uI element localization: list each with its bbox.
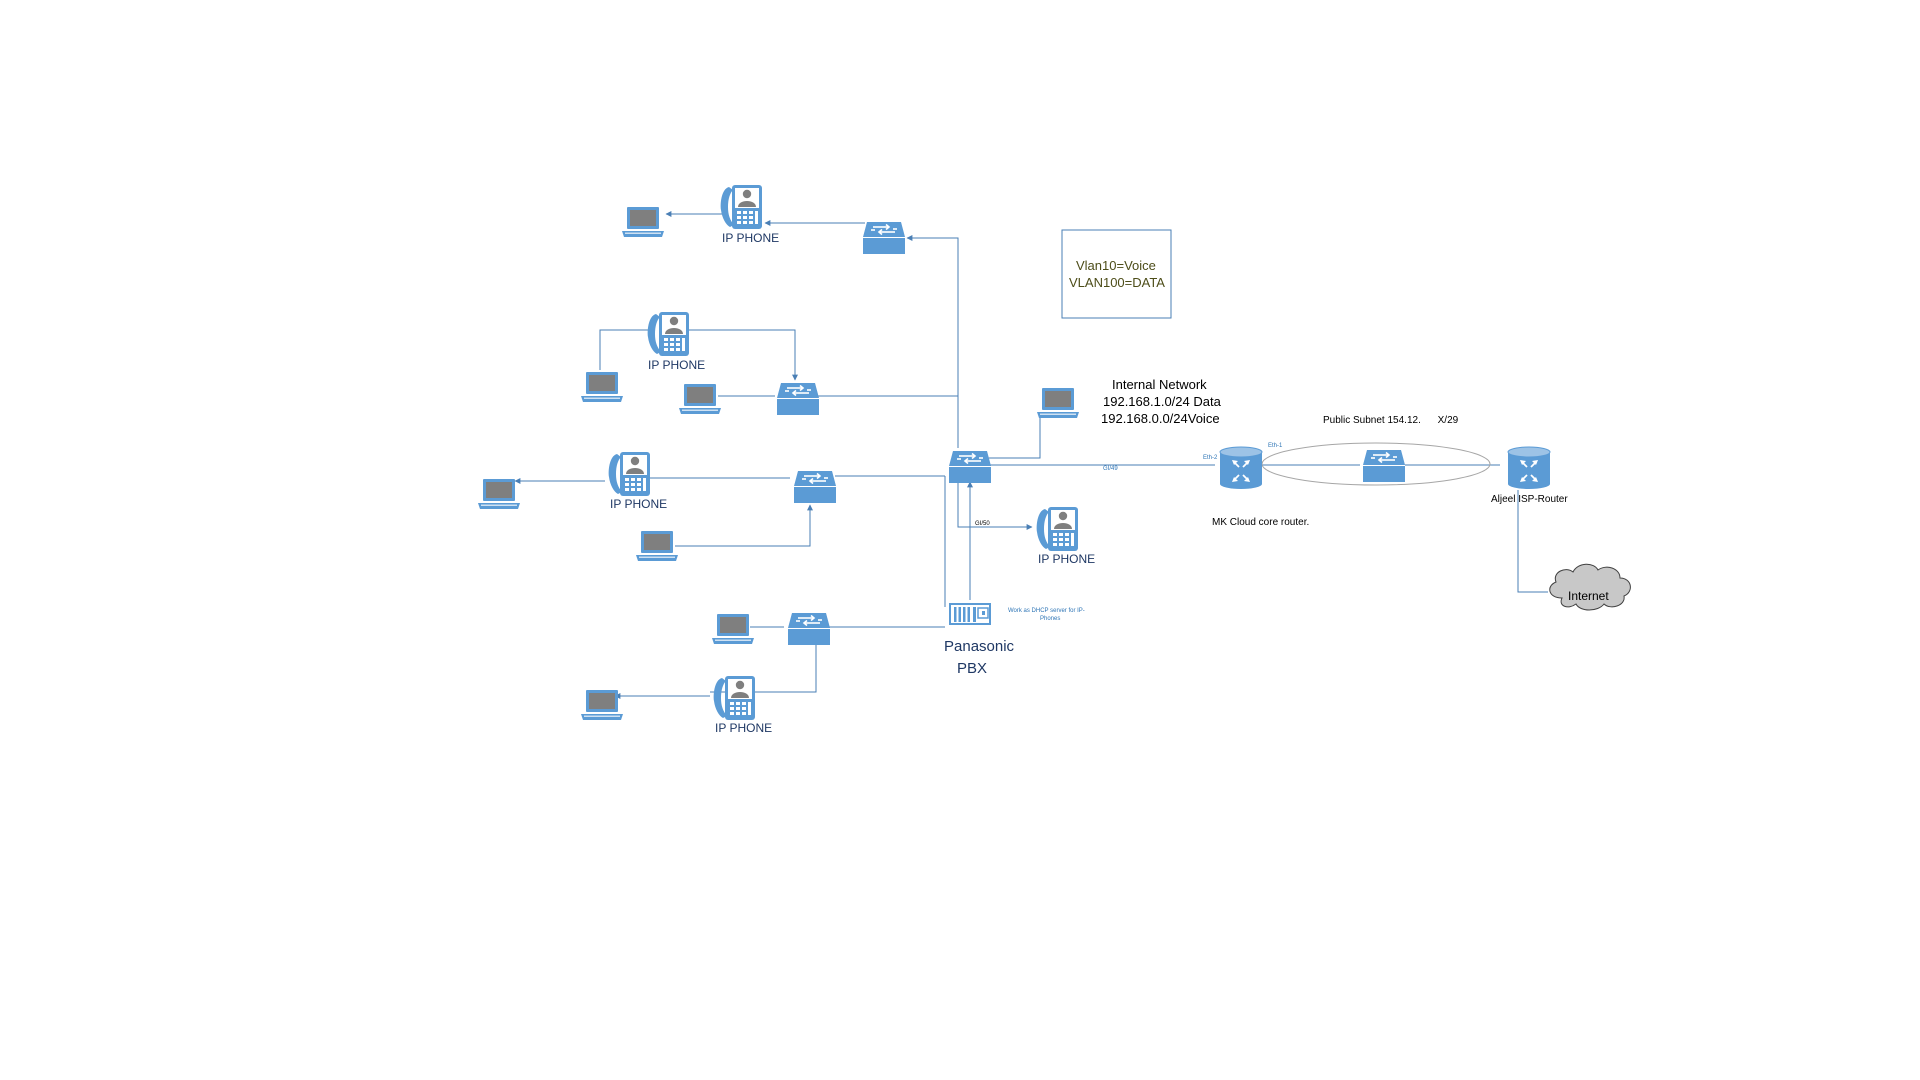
port-label-eth2: Eth-2 bbox=[1203, 455, 1218, 461]
internal-network-data-subnet: 192.168.1.0/24 Data bbox=[1103, 394, 1222, 409]
laptop-icon bbox=[478, 479, 520, 509]
pbx-label-line1: Panasonic bbox=[944, 638, 1015, 655]
link-laptop5-switch3 bbox=[675, 504, 813, 547]
isp-router-icon bbox=[1507, 446, 1551, 490]
pbx-icon bbox=[949, 603, 991, 625]
core-switch-icon bbox=[948, 450, 992, 484]
ip-phone-icon bbox=[720, 185, 762, 229]
ip-phone-label: IP PHONE bbox=[610, 497, 667, 511]
laptop-icon bbox=[581, 372, 623, 402]
internet-cloud-icon bbox=[1549, 563, 1631, 611]
link-phone2-switch2 bbox=[685, 329, 798, 381]
ip-phone-label: IP PHONE bbox=[715, 721, 772, 735]
vlan-legend-box bbox=[1061, 229, 1172, 319]
connections bbox=[514, 211, 1548, 699]
internal-network-title: Internal Network bbox=[1112, 377, 1207, 392]
public-subnet-label: Public Subnet 154.12. X/29 bbox=[1323, 415, 1459, 426]
ip-phone-icon bbox=[647, 312, 689, 356]
vlan-legend-line2: VLAN100=DATA bbox=[1069, 275, 1165, 290]
vlan-legend-line1: Vlan10=Voice bbox=[1076, 258, 1156, 273]
laptop-icon bbox=[1037, 388, 1079, 418]
laptop-icon bbox=[622, 207, 664, 237]
public-subnet-suffix: X/29 bbox=[1438, 415, 1459, 426]
ip-phone-label: IP PHONE bbox=[722, 231, 779, 245]
core-router-icon bbox=[1219, 446, 1263, 490]
link-core-laptop6 bbox=[988, 416, 1041, 459]
ip-phone-label: IP PHONE bbox=[1038, 552, 1095, 566]
ip-phone-icon bbox=[713, 676, 755, 720]
switch-icon bbox=[793, 470, 837, 504]
internal-network-voice-subnet: 192.168.0.0/24Voice bbox=[1101, 411, 1220, 426]
port-label-pbx: GI/50 bbox=[975, 521, 990, 527]
port-label-eth1: Eth-1 bbox=[1268, 443, 1283, 449]
laptop-icon bbox=[679, 384, 721, 414]
laptop-icon bbox=[581, 690, 623, 720]
public-switch-icon bbox=[1362, 449, 1406, 483]
switch-icon bbox=[776, 382, 820, 416]
pbx-label-line2: PBX bbox=[957, 660, 987, 677]
switch-icon bbox=[787, 612, 831, 646]
link-core-switch1 bbox=[906, 235, 959, 448]
internet-label: Internet bbox=[1568, 589, 1609, 603]
switch-icon bbox=[862, 221, 906, 255]
ip-phone-icon bbox=[608, 452, 650, 496]
isp-router-label: Aljeel ISP-Router bbox=[1491, 494, 1568, 505]
core-router-label: MK Cloud core router. bbox=[1212, 517, 1309, 528]
link-isp-internet bbox=[1517, 490, 1548, 593]
pbx-note-line1: Work as DHCP server for IP- bbox=[1008, 608, 1085, 614]
link-core-phone4 bbox=[957, 480, 1033, 530]
port-label-core-uplink: GI/49 bbox=[1103, 466, 1118, 472]
link-phone2-laptop2 bbox=[599, 329, 650, 370]
pbx-note-line2: Phones bbox=[1040, 616, 1060, 622]
laptop-icon bbox=[636, 531, 678, 561]
ip-phone-icon bbox=[1036, 507, 1078, 551]
ip-phone-label: IP PHONE bbox=[648, 358, 705, 372]
laptop-icon bbox=[712, 614, 754, 644]
public-subnet-prefix: Public Subnet 154.12. bbox=[1323, 415, 1421, 426]
